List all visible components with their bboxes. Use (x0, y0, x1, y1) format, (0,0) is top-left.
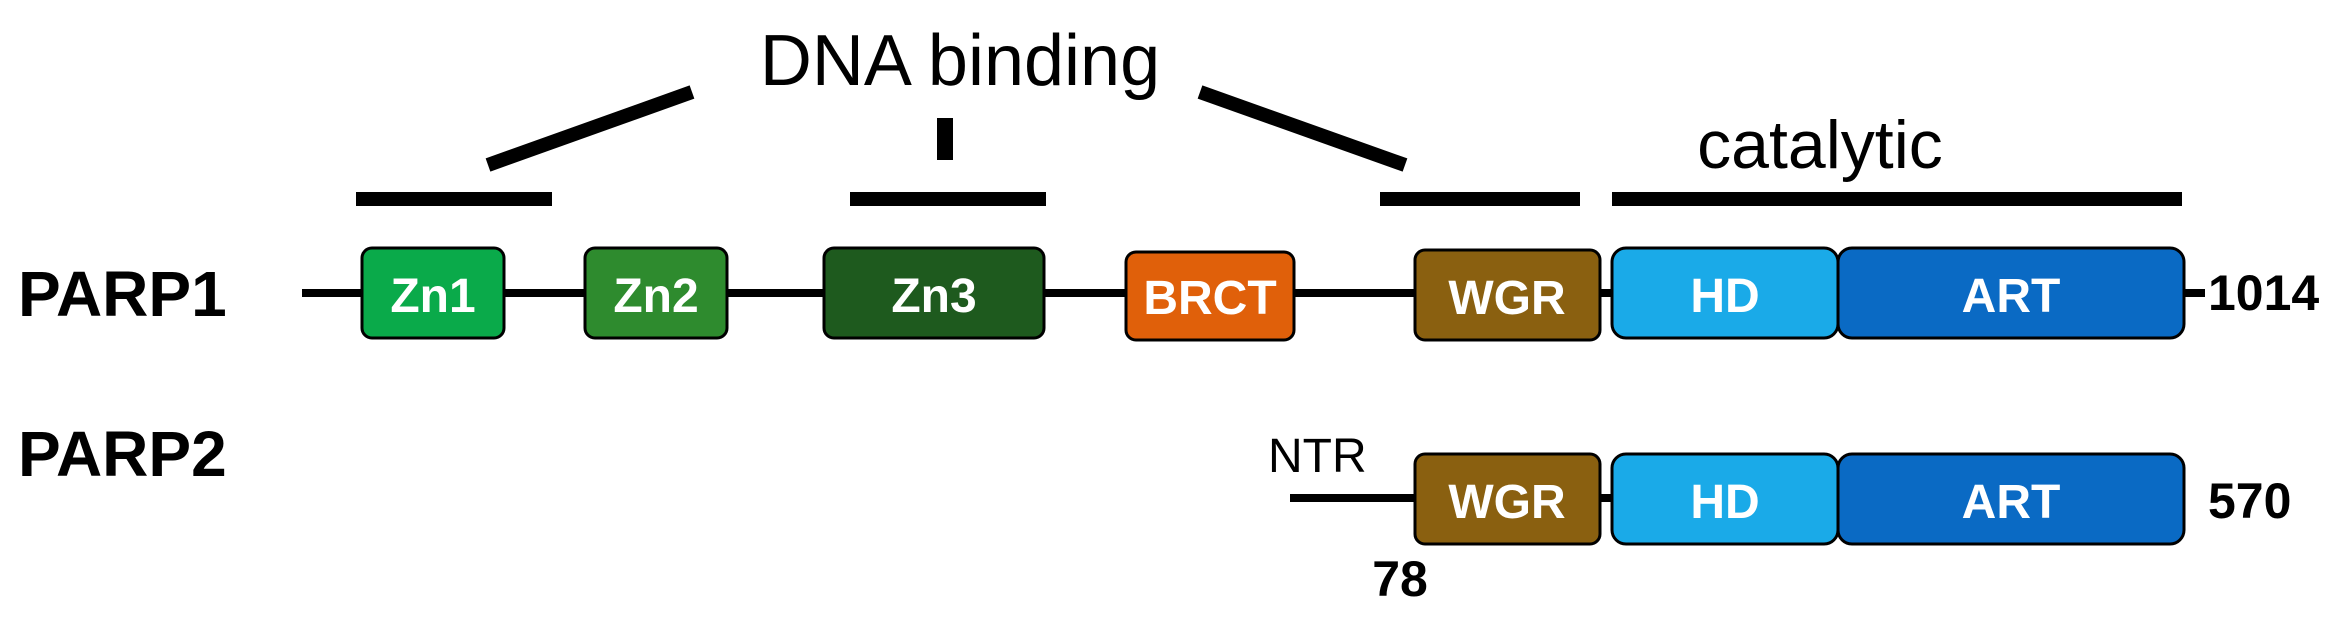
parp2-hd-label: HD (1690, 476, 1759, 529)
zn3-region-bar (850, 192, 1046, 206)
parp1-domain-wgr: WGR (1413, 248, 1602, 342)
parp1-zn1-box (360, 246, 506, 340)
parp1-domain-brct: BRCT (1124, 250, 1296, 342)
wgr-region-bar (1380, 192, 1580, 206)
parp1-name: PARP1 (18, 258, 227, 330)
dna-binding-label: DNA binding (760, 21, 1160, 101)
parp1-zn3-label: Zn3 (891, 270, 976, 323)
catalytic-region-bar (1612, 192, 2182, 206)
parp2-ntr-label: NTR (1268, 430, 1367, 483)
parp2-start-residue: 78 (1372, 551, 1428, 607)
parp1-domain-hd: HD (1610, 246, 1840, 340)
parp2-art-label: ART (1962, 476, 2061, 529)
parp1-hd-label: HD (1690, 270, 1759, 323)
parp1-zn1-label: Zn1 (390, 270, 475, 323)
parp1-brct-label: BRCT (1143, 272, 1276, 325)
parp1-brct-box (1124, 250, 1296, 342)
parp2-wgr-label: WGR (1448, 476, 1565, 529)
catalytic-label: catalytic (1697, 107, 1943, 183)
parp2-art-box (1836, 452, 2186, 546)
parp1-domain-zn2: Zn2 (583, 246, 729, 340)
dna-binding-connector-right (1197, 85, 1408, 172)
parp2-wgr-box (1413, 452, 1602, 546)
parp1-wgr-box (1413, 248, 1602, 342)
parp2-name: PARP2 (18, 418, 227, 490)
parp2-domain-hd: HD (1610, 452, 1840, 546)
parp1-zn2-box (583, 246, 729, 340)
parp1-domain-zn1: Zn1 (360, 246, 506, 340)
dna-binding-connector-left (485, 85, 695, 172)
parp1-domain-zn3: Zn3 (822, 246, 1046, 340)
parp1-domain-art: ART (1836, 246, 2186, 340)
parp1-wgr-label: WGR (1448, 272, 1565, 325)
parp2-domain-art: ART (1836, 452, 2186, 546)
parp1-art-label: ART (1962, 270, 2061, 323)
parp1-zn2-label: Zn2 (613, 270, 698, 323)
parp1-zn3-box (822, 246, 1046, 340)
parp1-end-residue: 1014 (2208, 265, 2319, 321)
parp2-domain-wgr: WGR (1413, 452, 1602, 546)
zn12-region-bar (356, 192, 552, 206)
parp2-end-residue: 570 (2208, 473, 2291, 529)
